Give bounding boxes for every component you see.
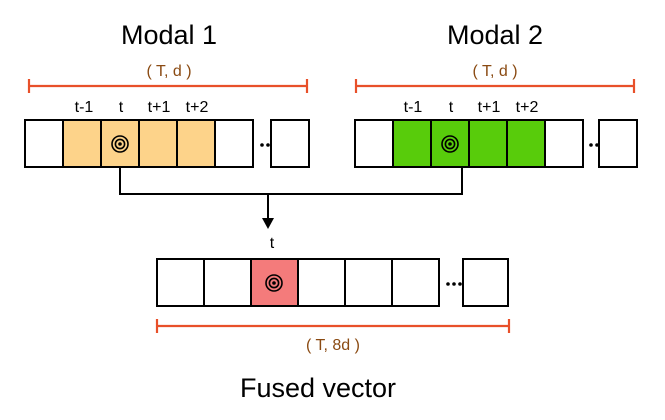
fused-cell-last: [462, 258, 509, 307]
arrow-down-icon: [262, 218, 274, 229]
modal2-cell: [354, 119, 394, 168]
modal1-tick-label: t+1: [148, 99, 171, 116]
modal2-title: Modal 2: [447, 20, 543, 50]
merge-line: [119, 167, 463, 195]
modal1-cell-highlight: [176, 119, 216, 168]
modal1-cell: [214, 119, 254, 168]
modal2-group: Modal 2 ( T, d ) t-1 t t+1 t+2: [354, 20, 638, 168]
target-icon: [441, 135, 459, 153]
fused-dim-range: [155, 319, 511, 333]
modal2-dim-range: [354, 79, 636, 93]
modal2-cell-highlight: [392, 119, 432, 168]
target-icon: [265, 274, 283, 292]
modal1-cell: [24, 119, 64, 168]
modal1-tick-label: t-1: [75, 99, 94, 116]
modal1-group: Modal 1 ( T, d ) t-1 t t+1 t+2: [24, 20, 310, 168]
target-icon: [111, 135, 129, 153]
modal2-cell: [544, 119, 584, 168]
modal1-tick-label: t+2: [186, 99, 209, 116]
fused-vector: [156, 258, 509, 307]
fused-cell: [156, 258, 205, 307]
modal2-vector: [354, 119, 638, 168]
modal1-cell-highlight: [62, 119, 102, 168]
modal1-dim-range: [27, 79, 309, 93]
fused-tick-label: t: [270, 235, 275, 252]
modal1-title: Modal 1: [121, 20, 217, 50]
modal2-tick-label: t: [449, 99, 454, 116]
modal1-dim-label: ( T, d ): [146, 63, 191, 80]
ellipsis-icon: [446, 282, 462, 286]
fused-title: Fused vector: [240, 373, 396, 403]
modal2-cell-highlight: [506, 119, 546, 168]
fused-group: t ( T, 8d ) Fused: [155, 235, 511, 403]
modal1-tick-label: t: [119, 99, 124, 116]
fused-cell: [344, 258, 393, 307]
modal1-vector: [24, 119, 310, 168]
modal2-cell-highlight: [468, 119, 508, 168]
fused-cell: [297, 258, 346, 307]
modal1-cell-highlight: [138, 119, 178, 168]
merge-connector: [119, 167, 463, 229]
modal2-tick-label: t-1: [404, 99, 423, 116]
fused-dim-label: ( T, 8d ): [306, 337, 360, 354]
modal2-cell-last: [598, 119, 638, 168]
fused-cell: [391, 258, 440, 307]
modal2-dim-label: ( T, d ): [472, 63, 517, 80]
modal2-tick-label: t+1: [478, 99, 501, 116]
modal2-tick-label: t+2: [516, 99, 539, 116]
fused-cell: [203, 258, 252, 307]
modal1-cell-last: [270, 119, 310, 168]
